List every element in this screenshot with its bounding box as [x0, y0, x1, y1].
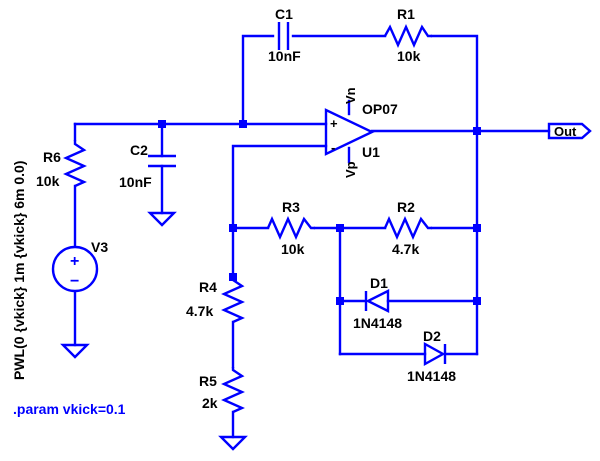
resistor-r2: R2 4.7k [383, 199, 432, 257]
junction-dot [229, 224, 237, 232]
r5-value: 2k [202, 395, 218, 411]
junction-dot [473, 297, 481, 305]
voltage-source-v3: + − V3 PWL(0 {vkick} 1m {vkick} 6m 0.0) [11, 161, 108, 380]
resistor-r1: R1 10k [383, 6, 432, 64]
c1-value: 10nF [268, 48, 301, 64]
d2-value: 1N4148 [407, 368, 456, 384]
c2-value: 10nF [119, 174, 152, 190]
d1-value: 1N4148 [353, 315, 402, 331]
opamp-ref: U1 [362, 144, 380, 160]
capacitor-c1: C1 10nF [268, 6, 301, 64]
output-port: Out [547, 122, 592, 140]
junction-dot [473, 127, 481, 135]
opamp-u1: + - Vn Vp OP07 U1 [324, 87, 398, 178]
junction-dot [473, 224, 481, 232]
opamp-minus-sign: - [331, 140, 335, 155]
opamp-vp-pin: Vp [343, 161, 358, 178]
spice-directive: .param vkick=0.1 [13, 401, 126, 417]
resistor-r3: R3 10k [266, 199, 315, 257]
capacitor-c2: C2 10nF [119, 142, 176, 190]
opamp-plus-sign: + [330, 116, 338, 131]
r2-ref: R2 [397, 199, 415, 215]
diode-d2: D2 1N4148 [407, 328, 456, 384]
diode-d1: D1 1N4148 [353, 275, 402, 331]
r3-value: 10k [281, 241, 305, 257]
v3-ref: V3 [91, 239, 108, 255]
ground-symbol-v3 [60, 343, 90, 359]
opamp-model: OP07 [362, 101, 398, 117]
d1-ref: D1 [370, 275, 388, 291]
r1-ref: R1 [397, 6, 415, 22]
junction-dot [336, 224, 344, 232]
r3-ref: R3 [282, 199, 300, 215]
v3-plus-sign: + [70, 253, 79, 270]
junction-dot [239, 120, 247, 128]
junction-dots [158, 120, 481, 305]
junction-dot [336, 297, 344, 305]
r6-value: 10k [36, 173, 60, 189]
r6-ref: R6 [43, 149, 61, 165]
opamp-vn-pin: Vn [343, 87, 358, 104]
r5-ref: R5 [199, 373, 217, 389]
d2-ref: D2 [423, 328, 441, 344]
ground-symbol-r5 [218, 435, 248, 451]
output-port-label: Out [554, 124, 577, 139]
junction-dot [158, 120, 166, 128]
resistor-r6: R6 10k [36, 140, 87, 189]
r1-value: 10k [397, 48, 421, 64]
ground-symbol-c2 [147, 211, 177, 227]
r2-value: 4.7k [392, 241, 419, 257]
c2-ref: C2 [130, 142, 148, 158]
resistor-r4: R4 4.7k [186, 277, 245, 324]
v3-value: PWL(0 {vkick} 1m {vkick} 6m 0.0) [11, 161, 27, 380]
resistor-r5: R5 2k [199, 367, 245, 414]
v3-minus-sign: − [70, 273, 79, 290]
wires [73, 34, 551, 439]
r4-value: 4.7k [186, 303, 213, 319]
c1-ref: C1 [275, 6, 293, 22]
r4-ref: R4 [199, 279, 217, 295]
